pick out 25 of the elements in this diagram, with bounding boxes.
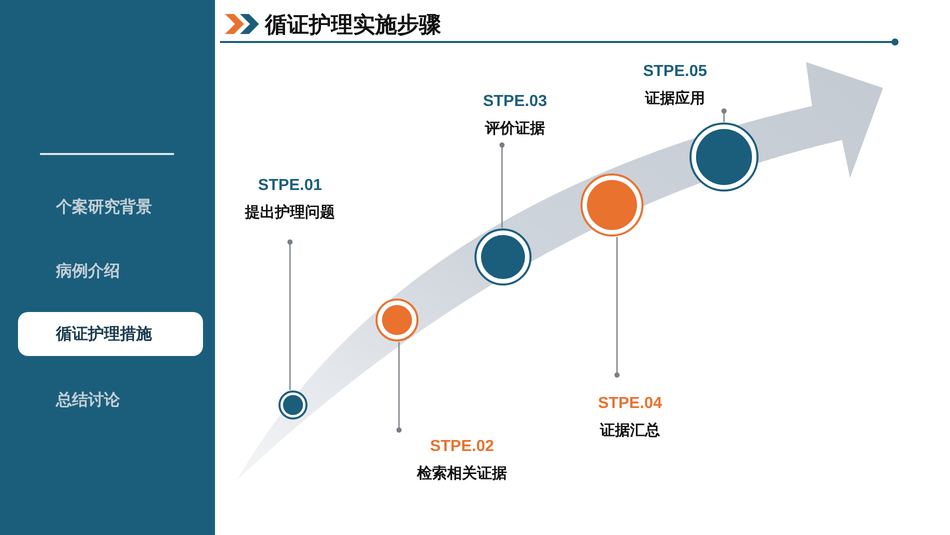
nav-item: 个案研究背景 [56, 197, 152, 218]
active-nav-item: 循证护理措施 [18, 312, 203, 356]
step-title: 证据汇总 [598, 420, 661, 441]
step-number: STPE.03 [482, 92, 548, 112]
nav-item: 总结讨论 [56, 390, 120, 411]
step-number: STPE.01 [256, 176, 324, 196]
page-title: 循证护理实施步骤 [265, 12, 441, 40]
leader-line [396, 342, 402, 433]
nav-item: 病例介绍 [56, 261, 120, 282]
leader-line [499, 142, 505, 228]
step-circle [689, 122, 759, 192]
step-title: 证据应用 [644, 88, 706, 109]
step-circle [375, 298, 419, 342]
step-title: 评价证据 [484, 118, 546, 139]
leader-line [721, 108, 727, 122]
step-title: 检索相关证据 [416, 463, 508, 484]
step-circle [474, 228, 532, 286]
step-title: 提出护理问题 [244, 202, 336, 223]
step-number: STPE.02 [428, 437, 496, 457]
leader-line [614, 237, 620, 378]
step-circle [278, 390, 308, 420]
step-number: STPE.05 [642, 62, 708, 82]
leader-line [287, 239, 293, 390]
step-circle [580, 173, 644, 237]
step-number: STPE.04 [596, 394, 664, 414]
